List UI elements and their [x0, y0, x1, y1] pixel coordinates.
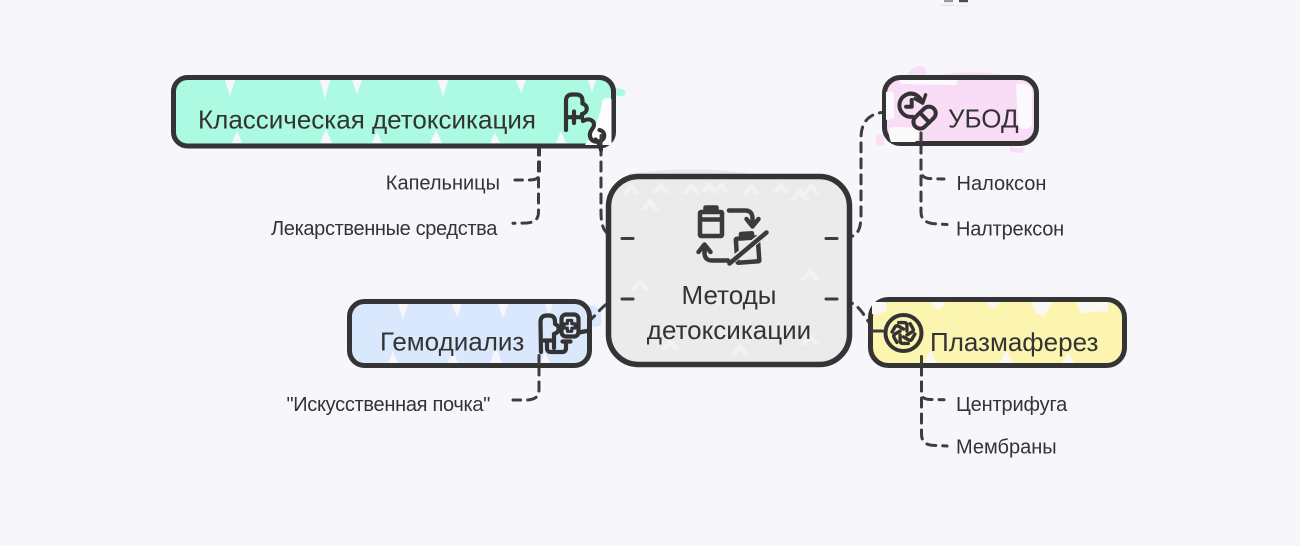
svg-text:Центрифуга: Центрифуга [956, 394, 1068, 416]
svg-text:УБОД: УБОД [948, 104, 1019, 134]
svg-text:Мембраны: Мембраны [956, 437, 1057, 459]
svg-text:Лекарственные средства: Лекарственные средства [271, 218, 498, 240]
svg-text:Капельницы: Капельницы [386, 172, 500, 194]
svg-text:Гемодиализ: Гемодиализ [380, 327, 524, 357]
svg-text:Налтрексон: Налтрексон [956, 219, 1064, 241]
svg-text:Налоксон: Налоксон [957, 173, 1047, 195]
svg-text:"Искусственная почка": "Искусственная почка" [286, 394, 490, 416]
svg-text:Классическая детоксикация: Классическая детоксикация [198, 105, 536, 135]
svg-text:Методы: Методы [682, 280, 777, 310]
svg-text:детоксикации: детоксикации [647, 315, 811, 345]
svg-text:Плазмаферез: Плазмаферез [930, 327, 1098, 357]
